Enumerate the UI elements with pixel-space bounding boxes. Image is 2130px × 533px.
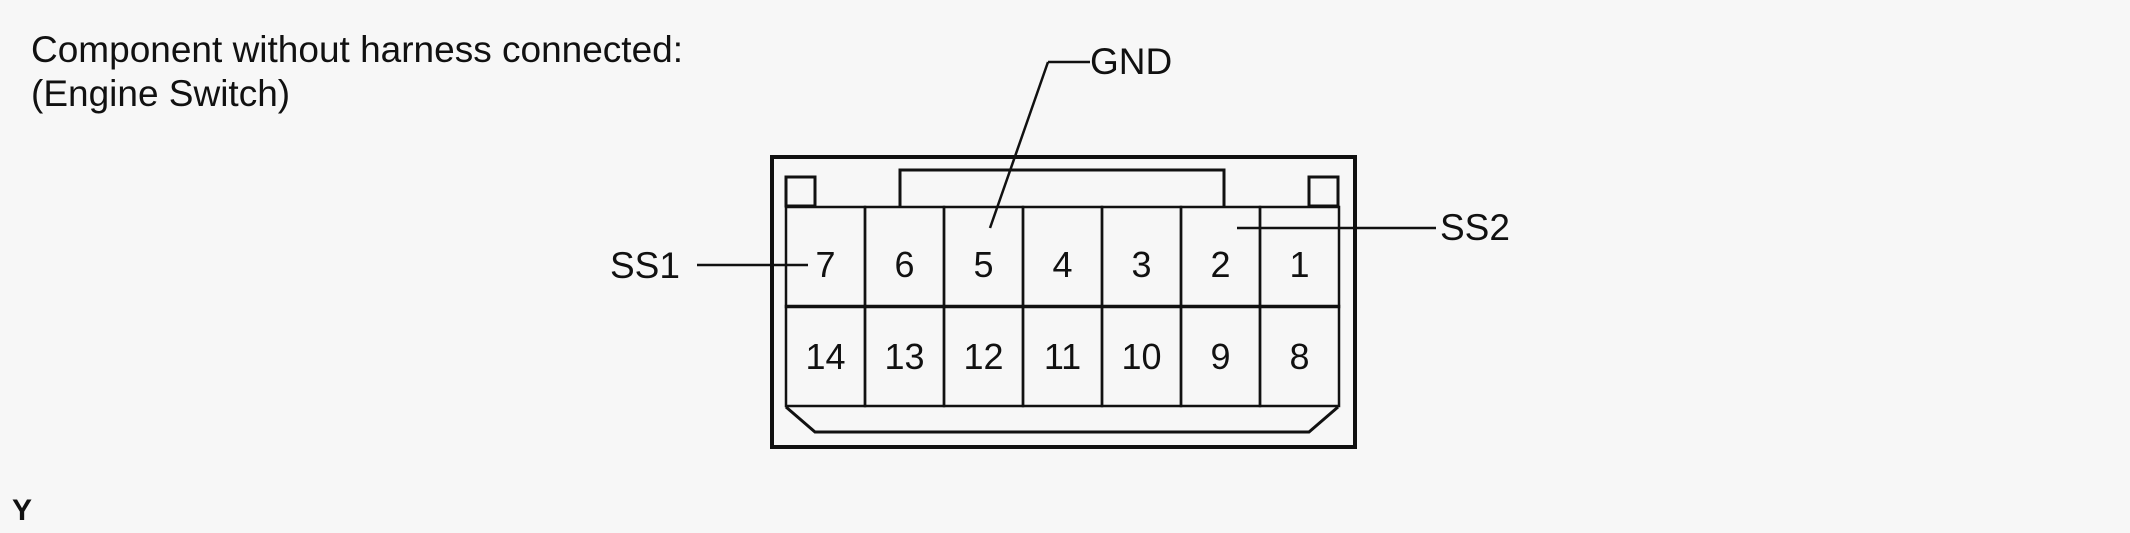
pin-number: 2	[1210, 244, 1230, 285]
ss2-label: SS2	[1440, 207, 1510, 248]
pin-number: 5	[973, 244, 993, 285]
pin-number: 12	[963, 336, 1003, 377]
pin-number: 1	[1289, 244, 1309, 285]
caption: Component without harness connected: (En…	[31, 28, 683, 116]
pin-number: 3	[1131, 244, 1151, 285]
pin-number: 9	[1210, 336, 1230, 377]
pin-number: 14	[805, 336, 845, 377]
connector-bottom-chamfer	[785, 405, 1339, 434]
caption-line-2: (Engine Switch)	[31, 73, 291, 114]
pin-number: 7	[815, 244, 835, 285]
pin-number: 13	[884, 336, 924, 377]
figure-code: Y	[12, 494, 33, 527]
connector-housing	[770, 155, 1357, 449]
corner-key-right	[1307, 175, 1340, 208]
pin-number: 11	[1044, 336, 1081, 377]
pin-number: 10	[1121, 336, 1161, 377]
connector-latch	[898, 168, 1226, 207]
gnd-leader	[988, 61, 1050, 229]
caption-line-1: Component without harness connected:	[31, 29, 684, 70]
pin-number: 4	[1052, 244, 1072, 285]
gnd-label: GND	[1090, 41, 1173, 82]
ss1-label: SS1	[610, 245, 680, 286]
pin-grid: 7 6 5 4 3 2 1 14 13 12 11 10 9 8	[784, 205, 1341, 408]
pin-cell	[1258, 304, 1341, 408]
pin-number: 8	[1289, 336, 1309, 377]
pin-number: 6	[894, 244, 914, 285]
corner-key-left	[784, 175, 817, 208]
